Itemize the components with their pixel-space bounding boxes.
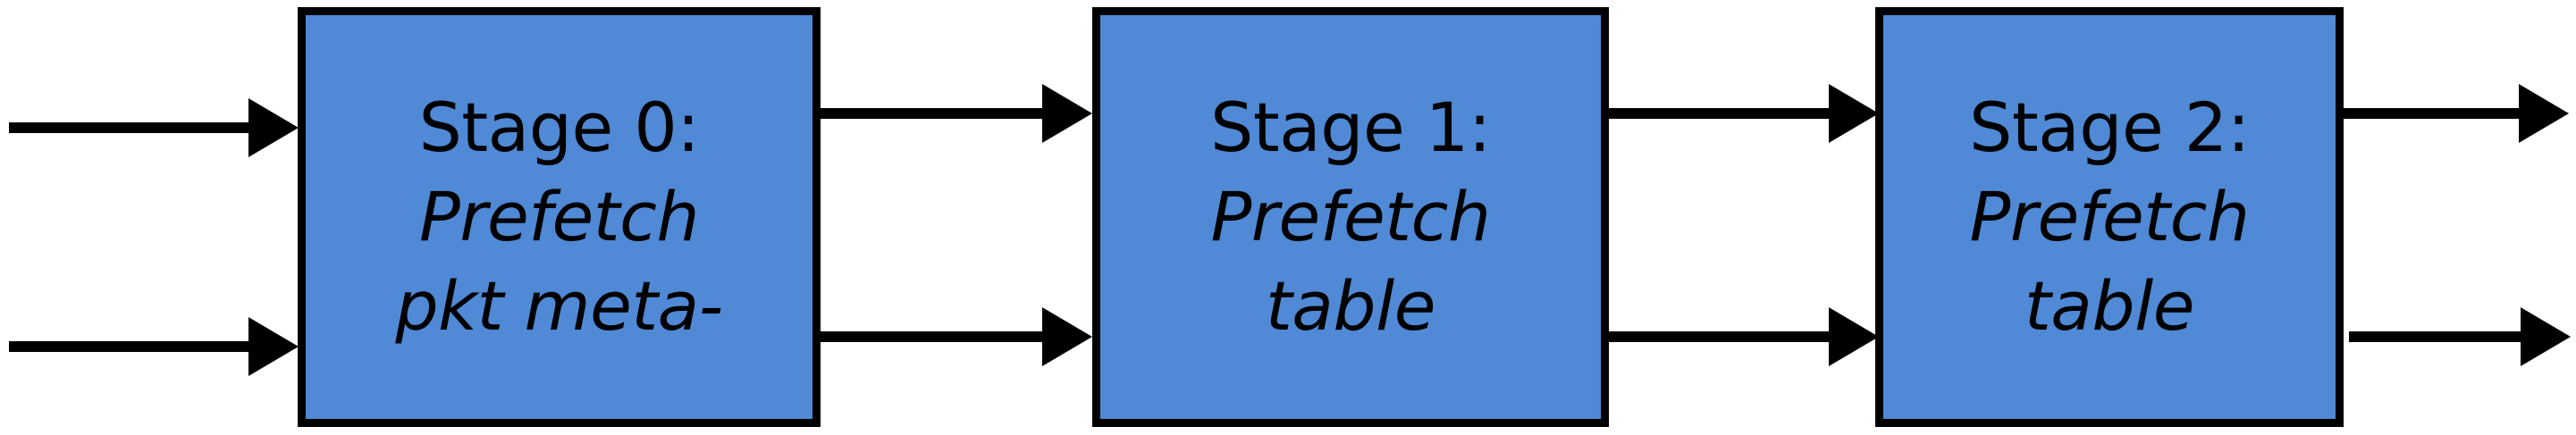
stage-1-line2: Prefetch	[1210, 177, 1491, 256]
stage-2-title: Stage 2:	[1969, 88, 2250, 167]
stage-0-line2: Prefetch	[418, 177, 700, 256]
arrow-shaft-stage1-stage2-bottom	[1605, 331, 1829, 342]
arrow-shaft-stage0-stage1-top	[817, 108, 1042, 119]
arrow-head-stage1-stage2-bottom	[1829, 307, 1879, 366]
arrow-head-output-bottom	[2521, 307, 2571, 366]
arrow-shaft-input-bottom	[9, 341, 248, 352]
stage-box-1[interactable]: Stage 1: Prefetch table	[1092, 7, 1609, 427]
arrow-head-input-bottom	[248, 317, 299, 376]
arrow-shaft-output-top	[2340, 108, 2519, 119]
arrow-head-input-top	[248, 98, 299, 157]
stage-2-line2: Prefetch	[1969, 177, 2250, 256]
stage-1-title: Stage 1:	[1210, 88, 1491, 167]
stage-0-line3: pkt meta-	[395, 266, 723, 346]
stage-2-line3: table	[2025, 266, 2195, 346]
arrow-shaft-stage0-stage1-bottom	[817, 331, 1042, 342]
stage-1-line3: table	[1266, 266, 1436, 346]
arrow-head-output-top	[2519, 84, 2569, 143]
arrow-head-stage0-stage1-top	[1042, 84, 1092, 143]
arrow-head-stage1-stage2-top	[1829, 84, 1879, 143]
arrow-head-stage0-stage1-bottom	[1042, 307, 1092, 366]
stage-box-2[interactable]: Stage 2: Prefetch table	[1875, 7, 2344, 427]
arrow-shaft-stage1-stage2-top	[1605, 108, 1829, 119]
stage-0-title: Stage 0:	[418, 88, 700, 167]
arrow-shaft-output-bottom	[2349, 331, 2521, 342]
arrow-shaft-input-top	[9, 122, 248, 133]
stage-box-0[interactable]: Stage 0: Prefetch pkt meta-	[298, 7, 821, 427]
